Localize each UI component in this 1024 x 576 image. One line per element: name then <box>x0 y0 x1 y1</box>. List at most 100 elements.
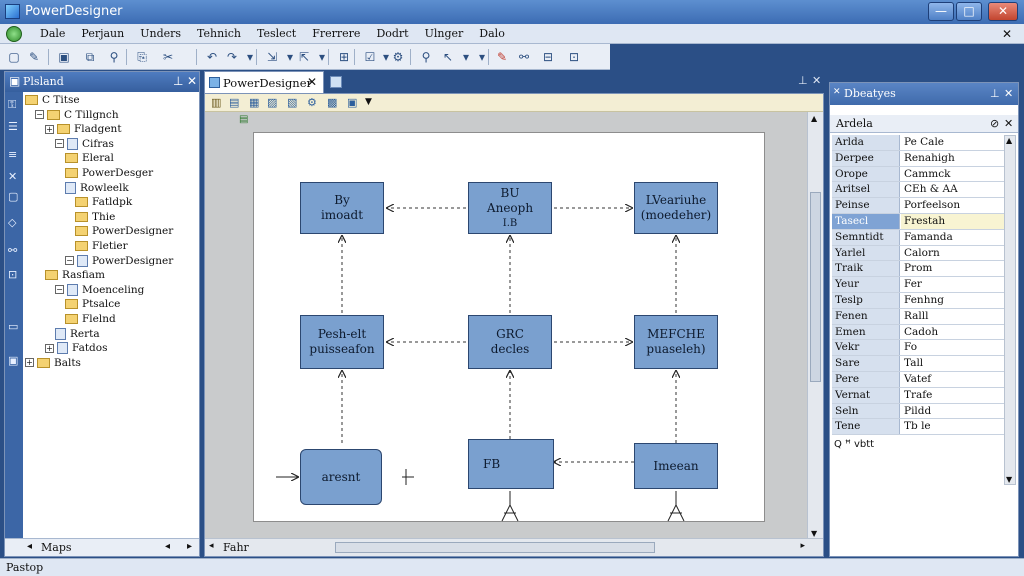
horizontal-scrollbar[interactable]: ◂ Fahr ▸ <box>205 538 823 556</box>
menu-item[interactable]: Unders <box>140 27 182 40</box>
scroll-right-icon[interactable]: ▸ <box>800 541 805 551</box>
property-value[interactable]: Fenhng <box>901 292 1004 308</box>
diagram-node[interactable]: FB <box>468 439 554 489</box>
chart-icon[interactable]: ▨ <box>267 96 278 109</box>
property-value[interactable]: Trafe <box>901 387 1004 403</box>
property-value[interactable]: Fo <box>901 340 1004 356</box>
properties-scrollbar[interactable]: ▲ ▼ <box>1004 135 1016 485</box>
expander-icon[interactable]: + <box>45 124 54 134</box>
pin-icon[interactable]: ⊥ <box>798 74 808 87</box>
app-menu-icon[interactable] <box>6 26 22 42</box>
tree-item[interactable]: −Cifras <box>55 137 114 152</box>
edit-icon[interactable]: ✎ <box>28 50 40 64</box>
folder-icon[interactable]: ▤ <box>229 96 240 109</box>
import-icon[interactable]: ⇲ <box>266 50 278 64</box>
diagram-node[interactable]: Pesh-elt puisseafon <box>300 315 384 369</box>
pin-icon[interactable]: ⊥ <box>173 74 184 88</box>
property-value[interactable]: Prom <box>901 261 1004 277</box>
scroll-left-icon[interactable]: ◂ <box>209 541 214 551</box>
close-icon[interactable]: ✕ <box>1004 117 1014 130</box>
property-value[interactable]: Cadoh <box>901 324 1004 340</box>
scroll-right-icon[interactable]: ◂ <box>165 541 171 552</box>
tree-item[interactable]: Ptsalce <box>65 298 120 312</box>
property-value[interactable]: Porfeelson <box>901 198 1004 213</box>
side-tab-icon[interactable]: ≡ <box>8 148 18 161</box>
property-value[interactable]: CEh & AA <box>901 182 1004 198</box>
dropdown-icon[interactable]: ▼ <box>365 97 372 107</box>
redo-icon[interactable]: ↷ <box>226 50 238 64</box>
property-value[interactable]: Calorn <box>901 245 1004 261</box>
scroll-down-icon[interactable]: ▼ <box>1006 475 1013 484</box>
property-value[interactable]: Fer <box>901 277 1004 292</box>
dropdown-icon[interactable]: ▾ <box>318 50 326 64</box>
tree-item[interactable]: +Balts <box>25 357 81 371</box>
symbol-icon[interactable]: ▩ <box>327 96 338 109</box>
menu-item[interactable]: Dale <box>40 27 66 40</box>
expander-icon[interactable]: − <box>55 139 64 149</box>
diagram-canvas[interactable]: ▤ <box>205 112 809 540</box>
tree-item[interactable]: +Fladgent <box>45 123 122 137</box>
side-tab-icon[interactable]: ☰ <box>8 120 18 133</box>
model-icon[interactable]: ⊞ <box>338 50 350 64</box>
side-tab-icon[interactable]: ⚯ <box>8 244 18 257</box>
diagram-node[interactable]: GRC decles <box>468 315 552 369</box>
diagram-node[interactable]: MEFCHE puaseleh) <box>634 315 718 369</box>
expander-icon[interactable]: − <box>55 285 64 295</box>
tree-item[interactable]: −PowerDesigner <box>65 254 173 269</box>
horizontal-scroll-thumb[interactable] <box>335 542 655 553</box>
vertical-scrollbar[interactable]: ▲ ▼ <box>807 112 823 540</box>
menu-item[interactable]: Ulnger <box>424 27 464 40</box>
dropdown-icon[interactable]: ▾ <box>382 50 390 64</box>
close-icon[interactable]: ✕ <box>1004 87 1014 100</box>
dropdown-icon[interactable]: ▾ <box>246 50 254 64</box>
properties-icon[interactable]: ⊡ <box>568 50 580 64</box>
table-icon[interactable]: ▦ <box>249 96 260 109</box>
side-tab-icon[interactable]: ▭ <box>8 320 19 333</box>
diagram-node[interactable]: By imoadt <box>300 182 384 234</box>
tree-item[interactable]: +Fatdos <box>45 342 107 356</box>
undo-icon[interactable]: ↶ <box>206 50 218 64</box>
tree-item[interactable]: Fatldpk <box>75 196 132 210</box>
close-button[interactable]: ✕ <box>988 2 1018 21</box>
new-icon[interactable]: ▢ <box>8 50 20 64</box>
close-icon[interactable]: ✕ <box>812 74 822 87</box>
tree-item[interactable]: PowerDesger <box>65 167 153 181</box>
dropdown-icon[interactable]: ▾ <box>286 50 294 64</box>
side-tab-icon[interactable]: ⚿ <box>8 98 17 111</box>
diagram-node[interactable]: BU Aneoph I.B <box>468 182 552 234</box>
scroll-right-icon[interactable]: ▸ <box>187 541 193 552</box>
view-icon[interactable]: ▧ <box>287 96 298 109</box>
scroll-left-icon[interactable]: ◂ <box>27 541 33 552</box>
tree-item[interactable]: Rasfiam <box>45 269 105 283</box>
property-value[interactable]: Pe Cale <box>901 135 1004 150</box>
pen-icon[interactable]: ✎ <box>496 50 508 64</box>
diagram-node[interactable]: Imeean <box>634 443 718 489</box>
side-tab-icon[interactable]: ▣ <box>8 354 19 367</box>
maximize-button[interactable]: □ <box>956 2 982 21</box>
side-tab-icon[interactable]: ✕ <box>8 170 18 183</box>
vertical-scroll-thumb[interactable] <box>810 192 821 382</box>
select-icon[interactable]: ▥ <box>211 96 222 109</box>
pointer-icon[interactable]: ↖ <box>442 50 454 64</box>
tree-item[interactable]: PowerDesigner <box>75 225 173 239</box>
close-icon[interactable]: ✕ <box>187 74 198 88</box>
property-value[interactable]: Tb le <box>901 419 1004 435</box>
scroll-up-icon[interactable]: ▲ <box>1006 136 1013 145</box>
menu-item[interactable]: Teslect <box>256 27 297 40</box>
menu-item[interactable]: Tehnich <box>197 27 241 40</box>
save-icon[interactable]: ▣ <box>58 50 70 64</box>
format-icon[interactable]: ▣ <box>347 96 358 109</box>
scroll-down-icon[interactable]: ▼ <box>811 529 818 538</box>
